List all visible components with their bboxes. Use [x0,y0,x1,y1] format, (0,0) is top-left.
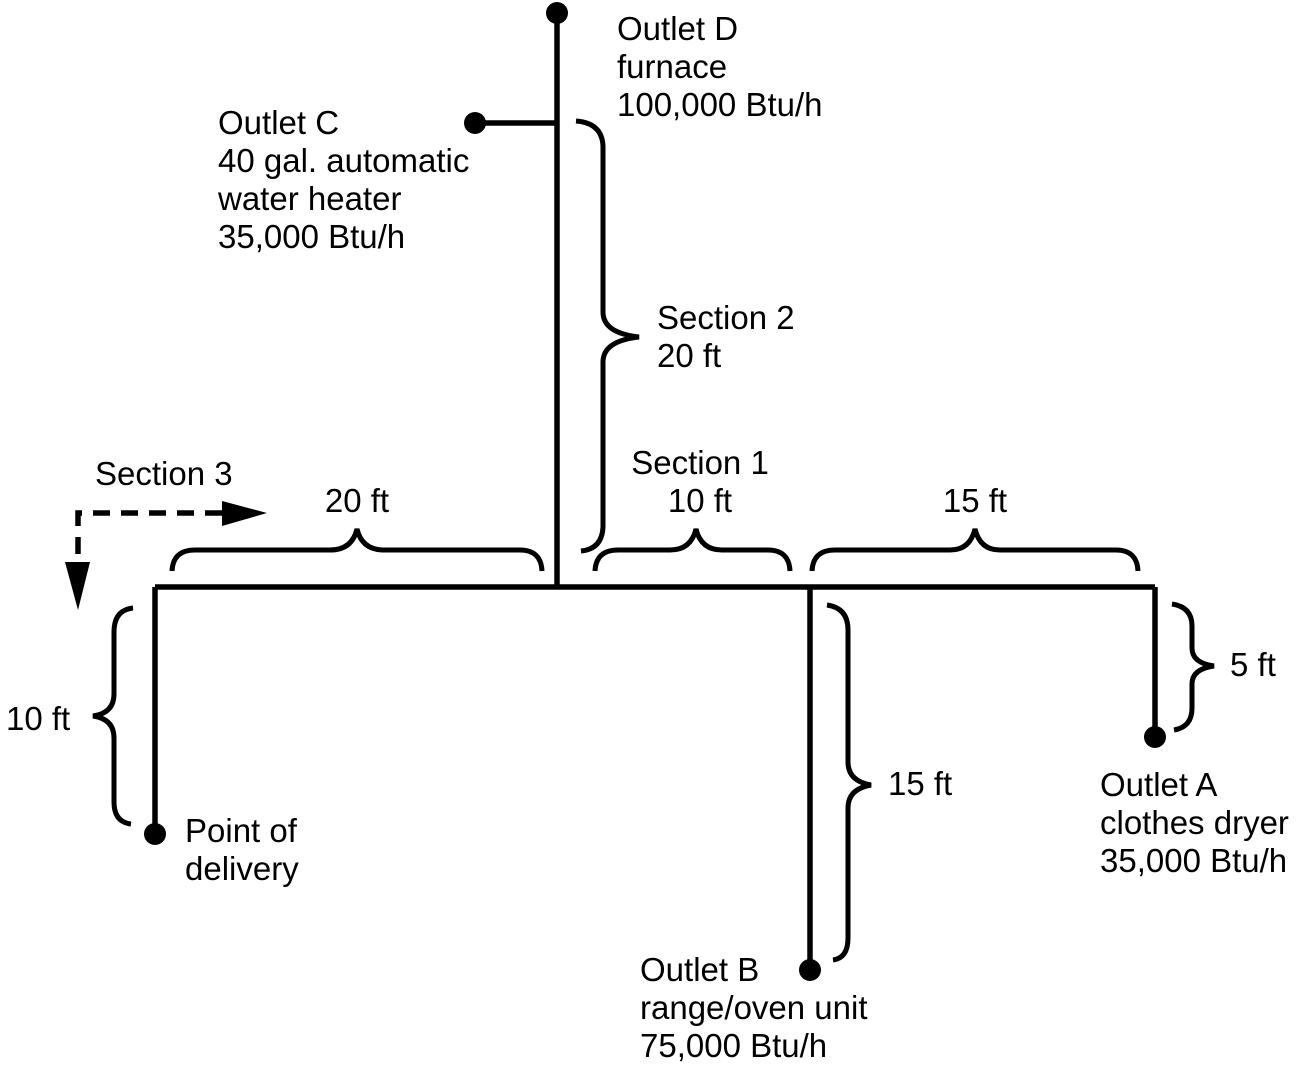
outlet-d-label: Outlet D furnace 100,000 Btu/h [617,10,823,124]
outlet-d-node-dot [546,2,568,24]
brace-15ft-run [809,528,1141,572]
point-of-delivery-line-2: delivery [185,850,299,887]
outlet-b-load: 75,000 Btu/h [640,1027,828,1064]
section-2-length: 20 ft [657,337,722,374]
point-of-delivery-line-1: Point of [185,812,297,849]
section-2-label: Section 2 20 ft [657,299,795,375]
outlet-d-appliance: furnace [617,48,728,85]
brace-section-1 [592,528,793,572]
section-3-arrowhead-right-icon [222,501,267,526]
section-3-label: Section 3 [95,455,233,492]
outlet-c-appliance-2: water heater [218,180,402,217]
outlet-c-node-dot [464,112,486,134]
point-of-delivery-label: Point of delivery [185,812,299,888]
riser-15ft-b-label: 15 ft [888,765,953,802]
brace-5ft-outlet-a [1171,601,1215,733]
outlet-c-appliance-1: 40 gal. automatic [218,142,470,179]
outlet-b-appliance: range/oven unit [640,989,868,1026]
outlet-a-appliance: clothes dryer [1100,804,1289,841]
brace-10ft-riser [92,605,134,827]
run-15ft-top-label: 15 ft [942,482,1008,519]
outlet-a-node-dot [1144,726,1166,748]
section-1-name: Section 1 [631,444,769,481]
outlet-c-name: Outlet C [218,104,340,141]
point-of-delivery-node-dot [144,823,166,845]
outlet-b-name: Outlet B [640,951,760,988]
outlet-d-load: 100,000 Btu/h [617,86,823,123]
riser-10ft-label: 10 ft [6,700,71,737]
outlet-c-load: 35,000 Btu/h [218,218,406,255]
drop-5ft-a-label: 5 ft [1230,646,1276,683]
section-2-name: Section 2 [657,299,795,336]
outlet-a-label: Outlet A clothes dryer 35,000 Btu/h [1100,766,1289,880]
section-3-arrowhead-down-icon [65,562,90,610]
outlet-b-node-dot [799,959,821,981]
outlet-a-load: 35,000 Btu/h [1100,842,1288,879]
section-3-dashed-path [75,510,222,556]
outlet-b-label: Outlet B range/oven unit 75,000 Btu/h [640,951,868,1065]
brace-15ft-outlet-b [826,602,872,963]
brace-section-2 [575,118,640,554]
run-20ft-label: 20 ft [324,482,390,519]
outlet-c-label: Outlet C 40 gal. automatic water heater … [218,104,469,256]
section-1-length: 10 ft [667,482,733,519]
brace-20ft-run [169,528,545,572]
section-1-label: Section 1 10 ft [600,444,800,520]
outlet-d-name: Outlet D [617,10,739,47]
outlet-a-name: Outlet A [1100,766,1218,803]
